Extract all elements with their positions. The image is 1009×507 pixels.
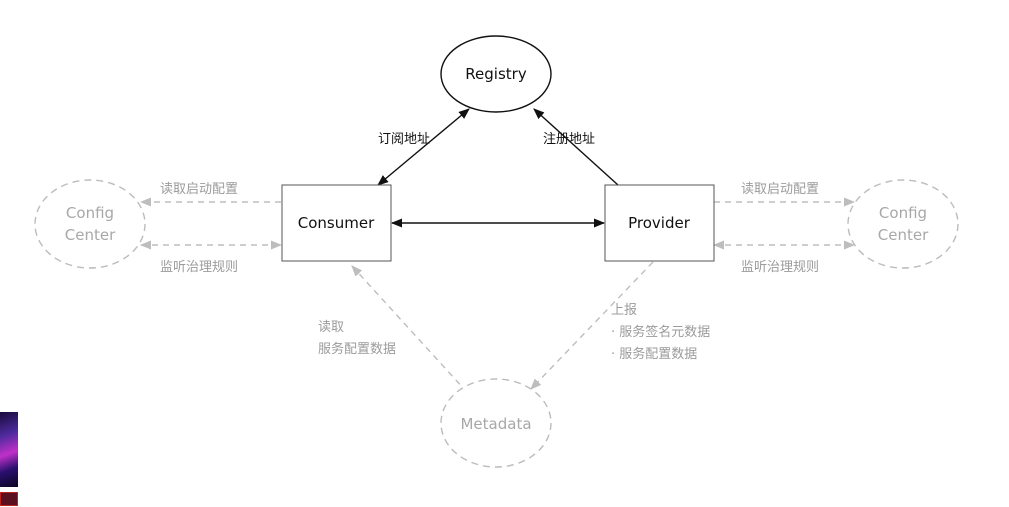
metadata-label: Metadata xyxy=(460,415,531,433)
config-right-line1: Config xyxy=(879,204,927,222)
provider-metadata-label-line1: 上报 xyxy=(611,303,637,318)
edge-provider-metadata xyxy=(530,261,654,390)
right-listen-rules-label: 监听治理规则 xyxy=(741,260,819,275)
provider-label: Provider xyxy=(628,214,691,232)
thumbnail-badge xyxy=(0,492,18,506)
left-listen-rules-label: 监听治理规则 xyxy=(160,260,238,275)
config-right-line2: Center xyxy=(878,226,929,244)
node-registry: Registry xyxy=(440,35,552,113)
thumbnail-art xyxy=(0,412,18,487)
consumer-metadata-label-line2: 服务配置数据 xyxy=(318,341,396,357)
edge-consumer-metadata xyxy=(351,265,466,391)
node-config-center-right: Config Center xyxy=(847,179,959,269)
provider-metadata-label-line2: · 服务签名元数据 xyxy=(611,324,710,340)
registry-label: Registry xyxy=(465,65,527,83)
config-left-line2: Center xyxy=(65,226,116,244)
edge-provider-registry xyxy=(533,108,619,186)
node-consumer: Consumer xyxy=(281,184,392,262)
consumer-metadata-label-line1: 读取 xyxy=(318,320,344,335)
consumer-label: Consumer xyxy=(298,214,375,232)
thumbnail-image xyxy=(0,412,18,507)
node-metadata: Metadata xyxy=(440,378,552,468)
edge-consumer-registry xyxy=(377,108,470,186)
register-label: 注册地址 xyxy=(543,132,595,147)
right-read-config-label: 读取启动配置 xyxy=(741,182,819,197)
left-read-config-label: 读取启动配置 xyxy=(160,182,238,197)
node-provider: Provider xyxy=(604,184,715,262)
config-left-line1: Config xyxy=(66,204,114,222)
node-config-center-left: Config Center xyxy=(34,179,146,269)
subscribe-label: 订阅地址 xyxy=(378,132,430,147)
provider-metadata-label-line3: · 服务配置数据 xyxy=(611,346,697,362)
